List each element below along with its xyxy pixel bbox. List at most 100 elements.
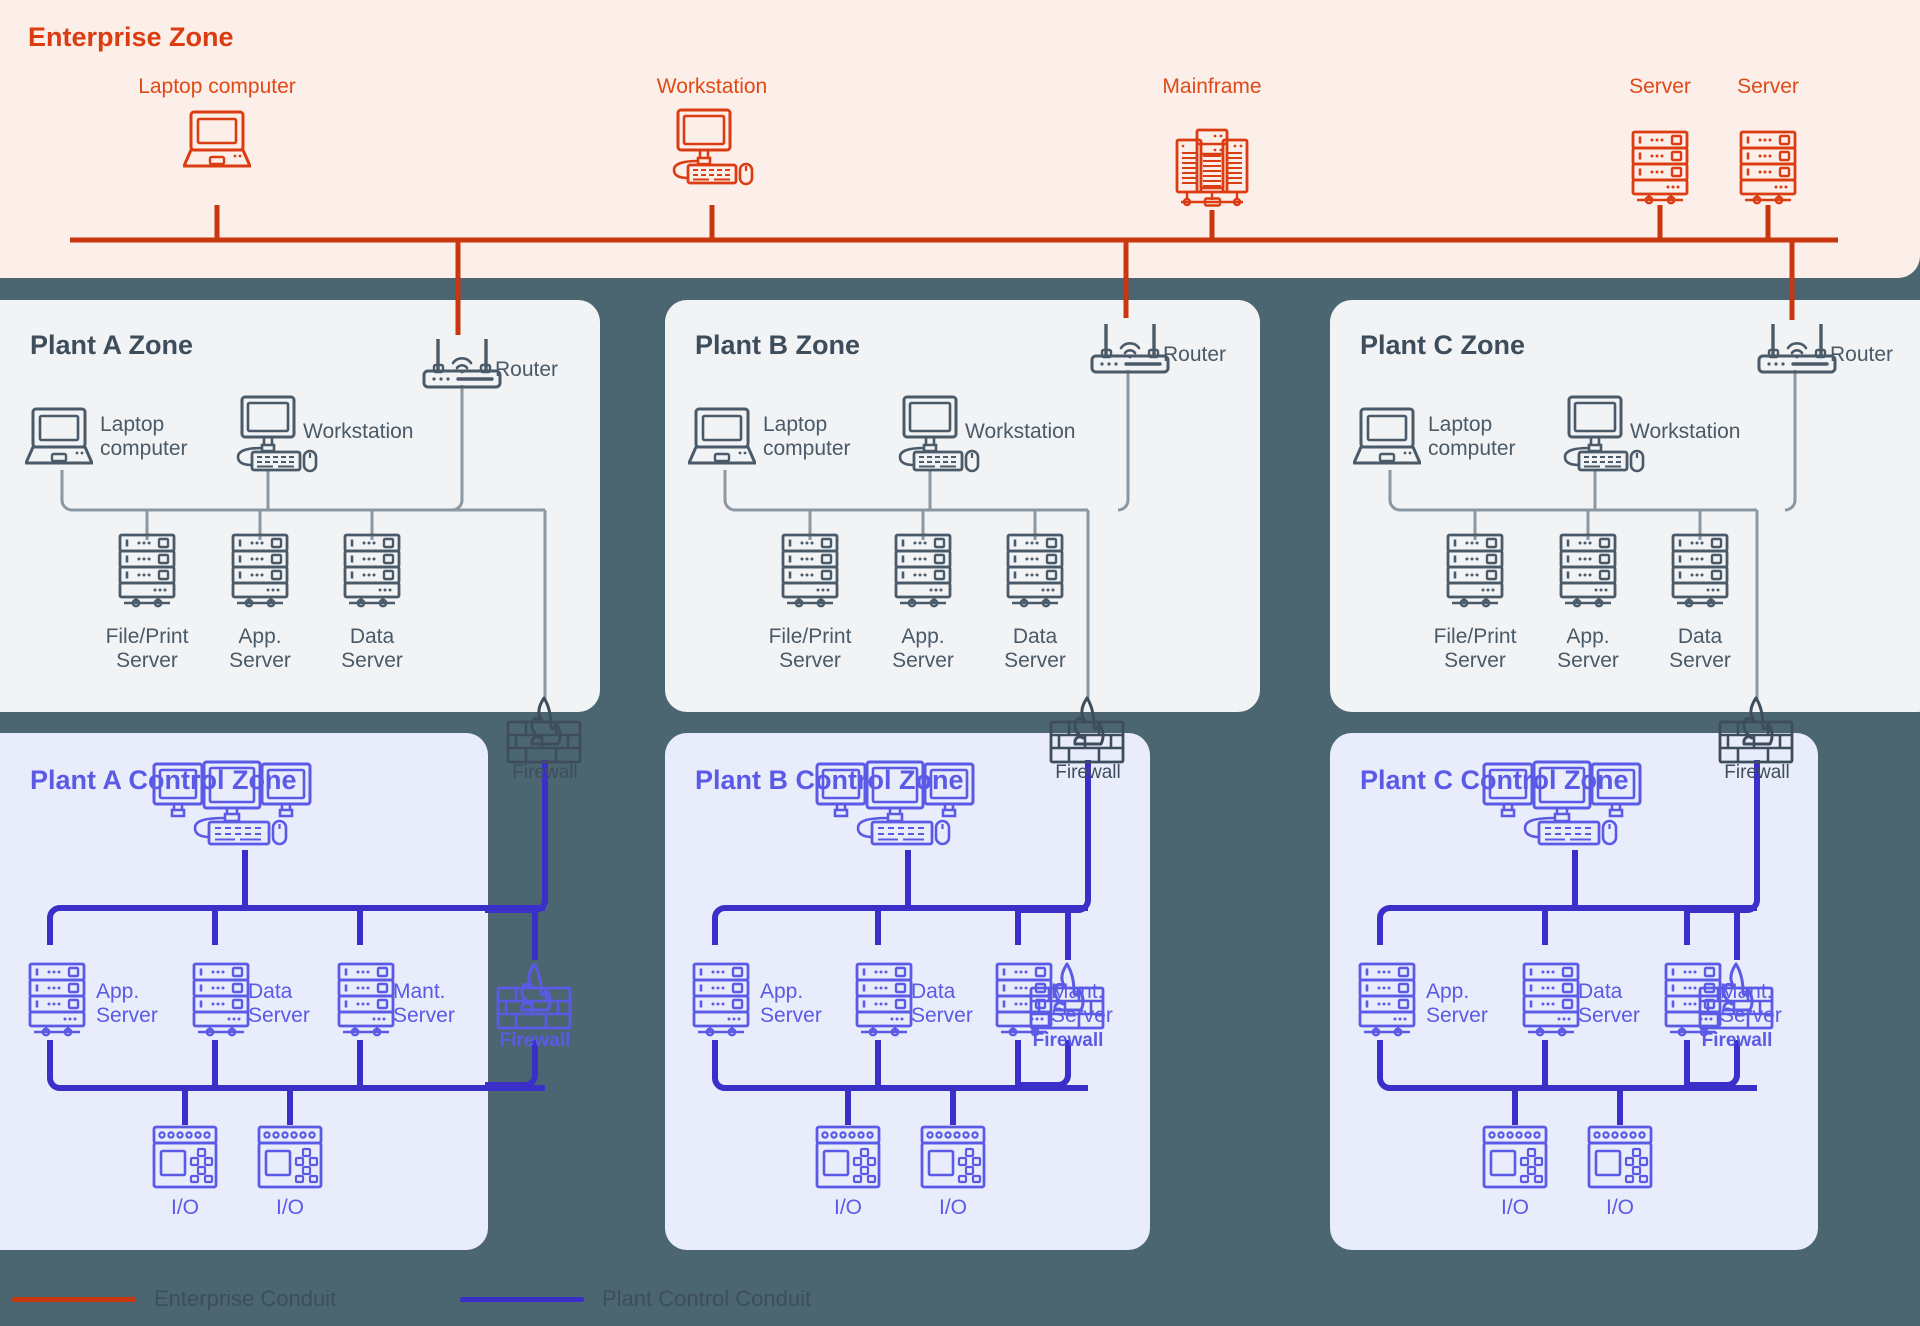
plant-c-server-label: Data Server: [1669, 625, 1731, 672]
workstation-icon: [672, 108, 754, 186]
plant-b-server-label: Data Server: [1004, 625, 1066, 672]
plant-c-server-label: App. Server: [1557, 625, 1619, 672]
multi-monitor-workstation-icon: [1482, 760, 1642, 846]
laptop-icon: [25, 407, 93, 465]
router-icon: [1090, 322, 1170, 374]
enterprise-zone-title: Enterprise Zone: [28, 22, 234, 52]
firewall-lower-label: Firewall: [499, 1030, 571, 1051]
plant-a-zone-card: [0, 300, 600, 712]
firewall-icon: [1029, 962, 1105, 1030]
io-module-icon: [1482, 1125, 1548, 1189]
io-module-icon: [815, 1125, 881, 1189]
firewall-icon: [1718, 696, 1794, 764]
firewall-lower-label: Firewall: [1701, 1030, 1773, 1051]
laptop-icon: [183, 110, 251, 168]
plant-a-zone-title: Plant A Zone: [30, 330, 194, 360]
firewall-lower-label: Firewall: [1032, 1030, 1104, 1051]
plant-a-control-zone-card: [0, 733, 488, 1250]
plant-a-server-label: App. Server: [229, 625, 291, 672]
legend: Enterprise Conduit Plant Control Conduit: [0, 1270, 1920, 1326]
plant-b-workstation-label: Workstation: [965, 420, 1076, 443]
legend-swatch-plant-control: [460, 1296, 584, 1302]
multi-monitor-workstation-icon: [815, 760, 975, 846]
control-b-server-label: Data Server: [911, 980, 973, 1027]
firewall-upper-label: Firewall: [512, 762, 578, 783]
multi-monitor-workstation-icon: [152, 760, 312, 846]
plant-c-control-zone-card: [1330, 733, 1818, 1250]
legend-swatch-enterprise: [12, 1296, 136, 1302]
control-a-io-label: I/O: [170, 1196, 199, 1219]
control-a-server-label: App. Server: [96, 980, 158, 1027]
control-a-io-label: I/O: [275, 1196, 304, 1219]
router-icon: [1757, 322, 1837, 374]
io-module-icon: [920, 1125, 986, 1189]
server-icon: [692, 962, 750, 1037]
plant-c-server-label: File/Print Server: [1433, 625, 1517, 672]
firewall-icon: [496, 962, 572, 1030]
plant-b-router-label: Router: [1163, 343, 1227, 366]
plant-b-zone-title: Plant B Zone: [695, 330, 861, 360]
plant-a-workstation-label: Workstation: [303, 420, 414, 443]
control-a-server-label: Data Server: [248, 980, 310, 1027]
server-icon: [1358, 962, 1416, 1037]
firewall-icon: [1049, 696, 1125, 764]
firewall-icon: [1698, 962, 1774, 1030]
enterprise-node-label: Mainframe: [1162, 75, 1262, 98]
firewall-upper-label: Firewall: [1055, 762, 1121, 783]
control-c-server-label: App. Server: [1426, 980, 1488, 1027]
server-icon: [192, 962, 250, 1037]
server-icon: [894, 533, 952, 608]
plant-c-laptop-label: Laptop computer: [1428, 413, 1516, 460]
server-icon: [337, 962, 395, 1037]
plant-a-laptop-label: Laptop computer: [100, 413, 188, 460]
enterprise-node-label: Workstation: [656, 75, 768, 98]
enterprise-node-label: Server: [1737, 75, 1799, 98]
mainframe-icon: [1175, 128, 1249, 207]
server-icon: [1006, 533, 1064, 608]
control-c-io-label: I/O: [1605, 1196, 1634, 1219]
plant-c-zone-card: [1330, 300, 1920, 712]
legend-item-plant-control-conduit: Plant Control Conduit: [460, 1286, 811, 1312]
laptop-icon: [1353, 407, 1421, 465]
control-b-io-label: I/O: [833, 1196, 862, 1219]
control-a-server-label: Mant. Server: [393, 980, 455, 1027]
plant-b-zone-card: [665, 300, 1260, 712]
legend-item-enterprise-conduit: Enterprise Conduit: [12, 1286, 336, 1312]
control-b-server-label: App. Server: [760, 980, 822, 1027]
enterprise-node-label: Laptop computer: [138, 75, 296, 98]
legend-label-plant-control: Plant Control Conduit: [602, 1286, 812, 1311]
legend-label-enterprise: Enterprise Conduit: [154, 1286, 337, 1311]
server-icon: [1671, 533, 1729, 608]
firewall-upper-label: Firewall: [1724, 762, 1790, 783]
server-icon: [781, 533, 839, 608]
server-icon: [28, 962, 86, 1037]
server-icon: [231, 533, 289, 608]
control-c-io-label: I/O: [1500, 1196, 1529, 1219]
server-icon: [1446, 533, 1504, 608]
io-module-icon: [257, 1125, 323, 1189]
server-icon: [1631, 130, 1689, 205]
server-icon: [1739, 130, 1797, 205]
io-module-icon: [1587, 1125, 1653, 1189]
plant-c-router-label: Router: [1830, 343, 1894, 366]
enterprise-node-label: Server: [1629, 75, 1691, 98]
io-module-icon: [152, 1125, 218, 1189]
laptop-icon: [688, 407, 756, 465]
plant-b-laptop-label: Laptop computer: [763, 413, 851, 460]
router-icon: [422, 337, 502, 389]
plant-b-server-label: App. Server: [892, 625, 954, 672]
plant-a-router-label: Router: [495, 358, 559, 381]
control-c-server-label: Data Server: [1578, 980, 1640, 1027]
server-icon: [855, 962, 913, 1037]
server-icon: [1559, 533, 1617, 608]
enterprise-zone-card: [0, 0, 1920, 278]
plant-a-server-label: File/Print Server: [105, 625, 189, 672]
server-icon: [1522, 962, 1580, 1037]
plant-c-zone-title: Plant C Zone: [1360, 330, 1526, 360]
plant-b-server-label: File/Print Server: [768, 625, 852, 672]
control-b-io-label: I/O: [938, 1196, 967, 1219]
server-icon: [343, 533, 401, 608]
server-icon: [118, 533, 176, 608]
